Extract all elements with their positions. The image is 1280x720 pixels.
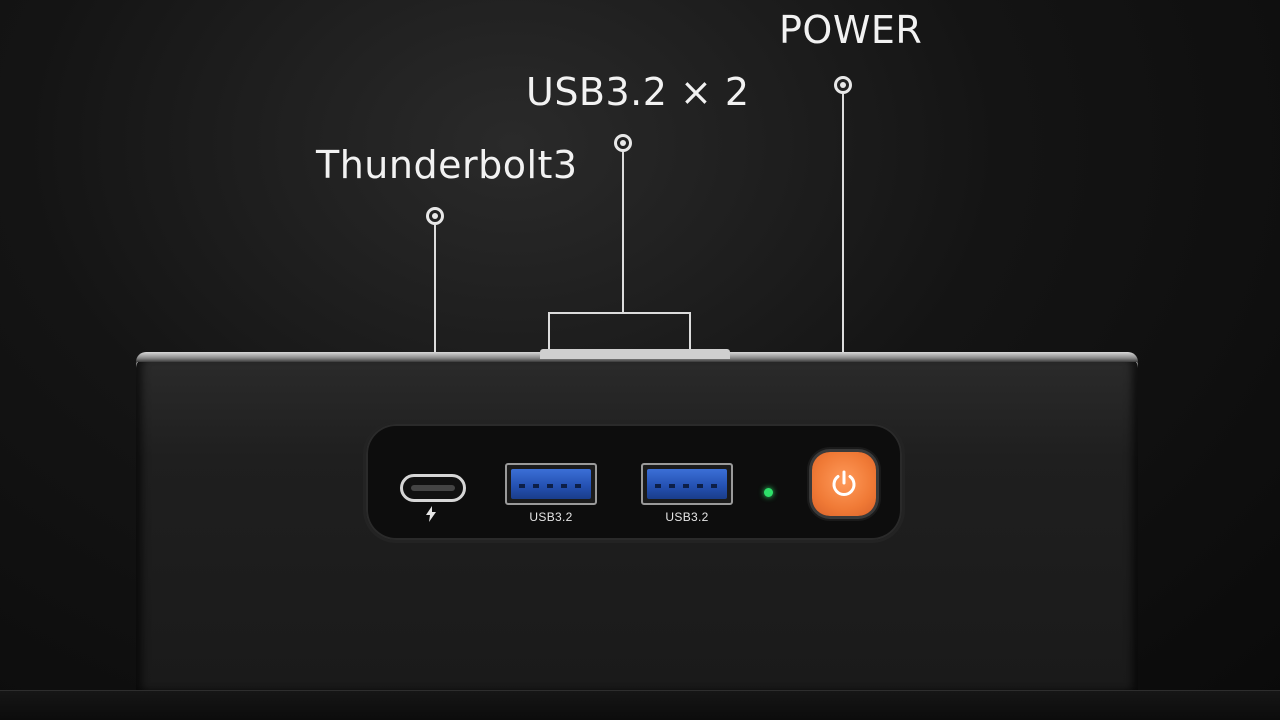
thunderbolt-callout-dot xyxy=(426,207,444,225)
thunderbolt-port xyxy=(400,474,466,502)
usb-bracket-line xyxy=(548,312,691,314)
mini-pc-top-tab xyxy=(540,349,730,359)
power-callout-dot xyxy=(834,76,852,94)
usb-port-right xyxy=(641,463,733,505)
thunderbolt-leader-line xyxy=(434,225,436,474)
power-leader-line xyxy=(842,94,844,452)
usb-port-left xyxy=(505,463,597,505)
usb-callout-label: USB3.2 × 2 xyxy=(526,70,750,114)
power-button[interactable] xyxy=(812,452,876,516)
usb-port-left-label: USB3.2 xyxy=(529,510,573,524)
usb-callout-dot xyxy=(614,134,632,152)
desk-surface xyxy=(0,690,1280,720)
power-callout-label: POWER xyxy=(779,8,923,52)
usb-port-right-label: USB3.2 xyxy=(665,510,709,524)
thunderbolt-callout-label: Thunderbolt3 xyxy=(316,143,578,187)
lightning-bolt-icon xyxy=(426,506,436,522)
usb-port-left-connector xyxy=(511,469,591,499)
power-icon xyxy=(832,470,856,496)
status-led xyxy=(764,488,773,497)
usb-leader-line xyxy=(622,152,624,313)
usb-port-right-connector xyxy=(647,469,727,499)
